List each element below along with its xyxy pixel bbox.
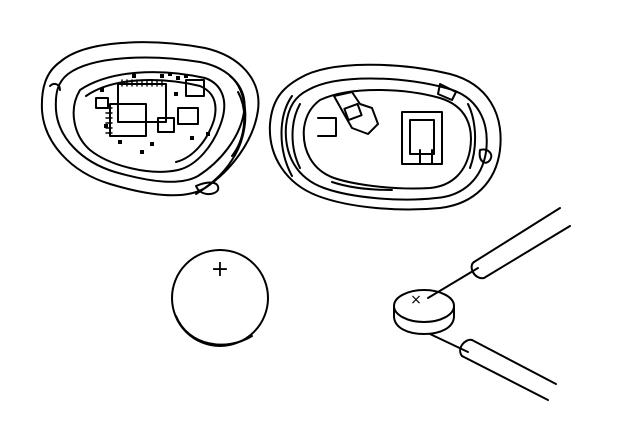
probe-positive-body — [473, 207, 571, 279]
test-battery-polarity-mark: × — [410, 292, 422, 308]
pcb-solder-dots — [100, 72, 210, 154]
right-fob-rib-left — [317, 117, 337, 137]
battery-contact-spring — [333, 91, 379, 135]
small-component-c — [185, 79, 205, 97]
right-fob-latch — [478, 148, 493, 164]
coin-cell-edge — [175, 315, 253, 346]
right-fob-rib-bottom — [331, 181, 393, 191]
secondary-chip — [109, 103, 147, 137]
battery-under-test: × — [393, 289, 455, 335]
fob-half-battery-holder — [268, 63, 502, 211]
right-fob-outer-shell — [268, 63, 502, 211]
probe-positive-tip — [427, 267, 479, 299]
solder-dot — [150, 142, 154, 146]
probe-negative-tip — [429, 333, 469, 353]
left-fob-strap-slot-inner — [231, 91, 246, 157]
solder-dot — [206, 132, 210, 136]
battery-holder-inner — [409, 119, 435, 155]
right-fob-top-latch — [437, 83, 457, 101]
left-fob-notch — [49, 82, 61, 91]
solder-dot — [104, 124, 108, 128]
left-fob-pcb — [72, 71, 226, 173]
meter-probe-positive — [427, 207, 571, 299]
right-fob-cavity — [302, 89, 472, 190]
left-fob-inner-rim — [54, 56, 246, 183]
meter-probe-negative — [429, 333, 557, 401]
probe-positive-ferrule — [470, 261, 485, 280]
right-fob-strap-slot-inner — [291, 103, 301, 169]
solder-dot — [174, 92, 178, 96]
small-component-a — [157, 117, 175, 133]
fob-half-circuit-board — [40, 41, 260, 197]
left-fob-strap-slot-outer — [195, 75, 247, 195]
solder-dot — [168, 72, 172, 76]
probe-negative-body — [461, 339, 557, 401]
right-fob-strap-slot-outer — [280, 95, 293, 177]
test-battery-top — [393, 289, 455, 323]
left-fob-slot-end — [195, 181, 220, 196]
coin-cell-polarity-mark: + — [211, 257, 229, 282]
solder-dot — [176, 76, 180, 80]
test-battery-side — [393, 305, 455, 335]
coin-cell-face — [171, 249, 269, 347]
solder-dot — [184, 74, 188, 78]
battery-holder-clip — [419, 149, 433, 165]
coin-cell-battery: + — [171, 249, 269, 347]
small-component-b — [177, 107, 199, 125]
solder-dot — [100, 88, 104, 92]
solder-dot — [140, 150, 144, 154]
right-fob-inner-rim — [284, 77, 488, 201]
solder-dot — [190, 136, 194, 140]
probe-negative-ferrule — [459, 338, 473, 357]
battery-contact-tab — [343, 102, 363, 122]
solder-dot — [160, 74, 164, 78]
solder-dot — [118, 140, 122, 144]
solder-dot — [132, 74, 136, 78]
ic-chip-pins — [105, 79, 163, 134]
small-component-d — [95, 97, 109, 109]
right-fob-rib-right — [467, 103, 477, 169]
